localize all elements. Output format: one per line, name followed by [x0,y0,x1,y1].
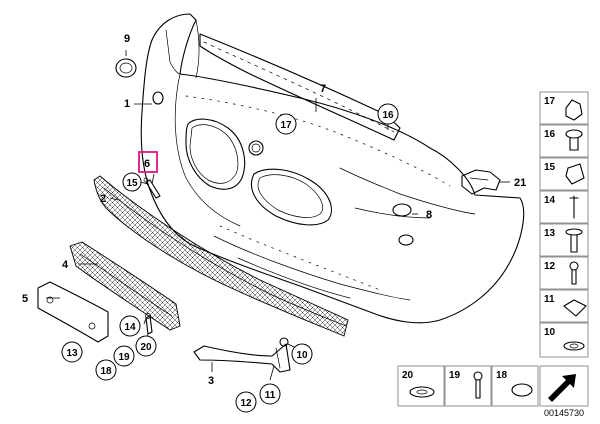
lower-bracket [193,343,291,373]
callout-3[interactable]: 3 [208,375,214,387]
sidebar-cell-17[interactable] [539,91,589,125]
bottom-parts: 20 19 18 [397,365,589,407]
diagram-reference: 00145730 [544,408,584,418]
sidebar-label-16: 16 [544,129,556,140]
callout-bubble-15[interactable]: 15 [122,172,142,192]
sidebar-label-13: 13 [544,228,556,239]
callout-9[interactable]: 9 [124,33,130,45]
callout-13: 13 [66,348,78,359]
callout-11: 11 [265,390,276,401]
callout-4[interactable]: 4 [62,259,69,271]
sidebar-cell-15[interactable] [539,157,589,191]
callout-bubble-18[interactable]: 18 [95,359,117,381]
bottom-label-20: 20 [402,370,414,381]
nut-part-10 [279,337,289,347]
callout-bubble-17[interactable]: 17 [275,113,297,135]
callout-15: 15 [126,178,138,189]
callout-bubble-19[interactable]: 19 [113,345,135,367]
bottom-label-19: 19 [449,370,461,381]
sidebar-cell-10[interactable] [539,322,589,358]
sidebar-cell-16[interactable] [539,124,589,158]
callout-bubble-10[interactable]: 10 [291,343,313,365]
callout-12: 12 [240,398,252,409]
emblem-part-9 [115,58,137,78]
sidebar-label-15: 15 [544,162,556,173]
callout-8[interactable]: 8 [426,209,432,221]
clip-part-6 [143,177,161,199]
callout-bubble-11[interactable]: 11 [259,383,281,405]
bottom-cell-19[interactable] [444,365,492,407]
callout-10: 10 [296,350,308,361]
callout-17: 17 [280,120,292,131]
sidebar-cell-14[interactable] [539,190,589,224]
callout-bubble-12[interactable]: 12 [235,391,257,413]
callout-bubble-20[interactable]: 20 [135,335,157,357]
bottom-label-18: 18 [496,370,508,381]
callout-6-highlight [138,151,158,173]
callout-5[interactable]: 5 [22,293,28,305]
callout-bubble-16[interactable]: 16 [377,103,399,125]
callout-7[interactable]: 7 [320,83,326,95]
callout-21[interactable]: 21 [514,177,526,189]
bottom-cell-20[interactable] [397,365,445,407]
plate-base [37,281,109,343]
leader-lines [46,50,510,381]
bumper-carrier [93,175,349,337]
upper-support-strip [199,33,401,141]
fastener-part-14 [145,313,153,335]
sidebar-cell-12[interactable] [539,256,589,290]
callout-2[interactable]: 2 [100,193,106,205]
callout-18: 18 [100,366,112,377]
side-bracket [461,169,501,195]
arrow-icon [548,374,576,402]
bumper-shell [140,13,525,324]
callout-6[interactable]: 6 [144,158,150,170]
callout-bubble-13[interactable]: 13 [61,341,83,363]
callout-16: 16 [382,110,394,121]
sidebar-label-12: 12 [544,261,556,272]
callout-14: 14 [124,322,136,333]
callout-20: 20 [140,342,152,353]
sidebar-label-11: 11 [544,294,555,305]
callout-bubble-14[interactable]: 14 [119,315,141,337]
sidebar-label-14: 14 [544,195,556,206]
sidebar-parts: 17 16 15 14 13 12 11 10 [539,91,589,358]
callout-1[interactable]: 1 [124,98,130,110]
sidebar-label-10: 10 [544,327,556,338]
sidebar-label-17: 17 [544,96,556,107]
callout-19: 19 [118,352,130,363]
